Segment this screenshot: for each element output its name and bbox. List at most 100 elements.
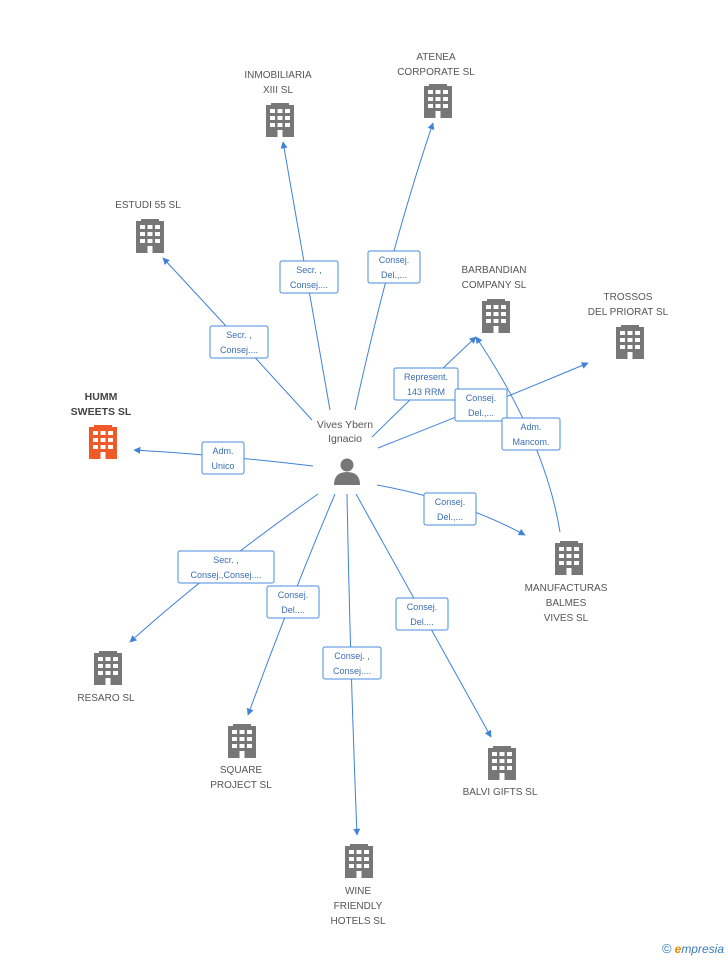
company-name-line: HUMM (85, 391, 118, 403)
building-icon (136, 219, 164, 253)
company-name-line: TROSSOS (604, 292, 653, 303)
building-icon (266, 103, 294, 137)
edge-label-person-barbandian[interactable]: Represent. 143 RRM (393, 367, 459, 401)
building-icon (345, 844, 373, 878)
edge-label-box (266, 585, 320, 619)
person-name-line: Vives Ybern (317, 419, 373, 431)
edge-label-person-inmobiliaria[interactable]: Secr. , Consej.... (279, 260, 339, 294)
edge-label-box (393, 367, 459, 401)
edge-label-line: Del.,... (468, 408, 494, 418)
edge-label-line: Unico (211, 461, 234, 471)
company-name-line: ATENEA (416, 52, 456, 63)
company-node-humm[interactable]: HUMM SWEETS SL (71, 391, 132, 459)
building-icon (89, 425, 117, 459)
company-name-line: VIVES SL (544, 613, 589, 624)
company-name-line: FRIENDLY (334, 901, 383, 912)
edge-label-box (201, 441, 245, 475)
company-name-line: DEL PRIORAT SL (588, 307, 669, 318)
edge-label-box (367, 250, 421, 284)
edge-labels-layer: Secr. , Consej.... Consej. Del.,... Secr. , C… (177, 250, 561, 680)
company-name-line: XIII SL (263, 85, 293, 96)
brand-footer[interactable]: ©empresia (662, 941, 724, 956)
edge-label-line: Consej. (435, 497, 466, 507)
edge-label-line: Consej. (407, 602, 438, 612)
building-icon (488, 746, 516, 780)
company-node-manufacturas[interactable]: MANUFACTURAS BALMES VIVES SL (525, 541, 608, 624)
edge-label-person-trossos[interactable]: Consej. Del.,... (454, 388, 508, 422)
edge-label-person-square[interactable]: Consej. Del.... (266, 585, 320, 619)
edge-label-person-wine[interactable]: Consej. , Consej.... (322, 646, 382, 680)
edge-label-line: Secr. , (213, 555, 239, 565)
company-name-line: SWEETS SL (71, 406, 132, 418)
edge-label-line: Consej. , (334, 651, 370, 661)
building-icon (555, 541, 583, 575)
edge-label-line: Consej. (379, 255, 410, 265)
edge-label-line: Represent. (404, 372, 448, 382)
edge-label-line: Consej. (466, 393, 497, 403)
edge-label-box (177, 550, 275, 584)
company-name-line: WINE (345, 886, 371, 897)
edge-label-box (501, 417, 561, 451)
edge-label-line: Del.,... (381, 270, 407, 280)
building-icon (482, 299, 510, 333)
brand-initial: e (674, 942, 682, 956)
edge-label-person-resaro[interactable]: Secr. , Consej.,Consej.... (177, 550, 275, 584)
edge-label-person-manufacturas[interactable]: Consej. Del.,... (423, 492, 477, 526)
person-icon (334, 458, 360, 485)
edge-label-line: Secr. , (296, 265, 322, 275)
company-name-line: PROJECT SL (210, 780, 272, 791)
company-name-line: CORPORATE SL (397, 67, 475, 78)
edge-label-box (279, 260, 339, 294)
company-node-inmobiliaria[interactable]: INMOBILIARIA XIII SL (244, 70, 312, 137)
edge-label-line: Consej.... (220, 345, 258, 355)
building-icon (228, 724, 256, 758)
edge-label-line: 143 RRM (407, 387, 445, 397)
company-name-line: RESARO SL (77, 693, 135, 704)
edge-label-box (322, 646, 382, 680)
nodes-layer: INMOBILIARIA XIII SL ATENEA CORPORATE SL EST… (71, 52, 669, 927)
company-node-atenea[interactable]: ATENEA CORPORATE SL (397, 52, 475, 118)
edge-label-manufacturas-barbandian[interactable]: Adm. Mancom. (501, 417, 561, 451)
company-name-line: MANUFACTURAS (525, 583, 608, 594)
edge-label-line: Consej.... (333, 666, 371, 676)
edge-label-person-estudi55[interactable]: Secr. ,Consej.... (209, 325, 269, 359)
brand-name: mpresia (681, 942, 724, 956)
company-name-line: ESTUDI 55 SL (115, 200, 181, 211)
edge-label-line: Adm. (212, 446, 233, 456)
company-name-line: BARBANDIAN (461, 265, 526, 276)
edge-label-person-balvi[interactable]: Consej. Del.... (395, 597, 449, 631)
person-name-line: Ignacio (328, 433, 362, 445)
company-name-line: HOTELS SL (330, 916, 385, 927)
edge-label-line: Consej.... (290, 280, 328, 290)
edge-label-line: Del.,... (437, 512, 463, 522)
company-name-line: SQUARE (220, 765, 263, 776)
edge-label-box (395, 597, 449, 631)
edge-label-box (209, 325, 269, 359)
building-icon (424, 84, 452, 118)
company-name-line: COMPANY SL (462, 280, 527, 291)
edge-label-line: Consej. (278, 590, 309, 600)
company-name-line: BALVI GIFTS SL (463, 787, 538, 798)
edge-label-line: Del.... (410, 617, 434, 627)
building-icon (94, 651, 122, 685)
edge-label-line: Mancom. (512, 437, 549, 447)
company-node-resaro[interactable]: RESARO SL (77, 651, 135, 704)
company-node-trossos[interactable]: TROSSOS DEL PRIORAT SL (588, 292, 669, 359)
edge-label-line: Consej.,Consej.... (190, 570, 261, 580)
building-icon (616, 325, 644, 359)
company-name-line: INMOBILIARIA (244, 70, 312, 81)
company-node-estudi55[interactable]: ESTUDI 55 SL (115, 200, 181, 253)
company-name-line: BALMES (546, 598, 587, 609)
edge-label-line: Adm. (520, 422, 541, 432)
company-node-wine[interactable]: WINE FRIENDLY HOTELS SL (330, 844, 386, 927)
edge-label-person-atenea[interactable]: Consej. Del.,... (367, 250, 421, 284)
edge-label-person-humm[interactable]: Adm. Unico (201, 441, 245, 475)
edge-label-line: Del.... (281, 605, 305, 615)
edge-label-box (423, 492, 477, 526)
company-node-barbandian[interactable]: BARBANDIAN COMPANY SL (461, 265, 527, 333)
company-node-balvi[interactable]: BALVI GIFTS SL (463, 746, 538, 798)
edge-label-box (454, 388, 508, 422)
company-node-square[interactable]: SQUARE PROJECT SL (210, 724, 272, 791)
